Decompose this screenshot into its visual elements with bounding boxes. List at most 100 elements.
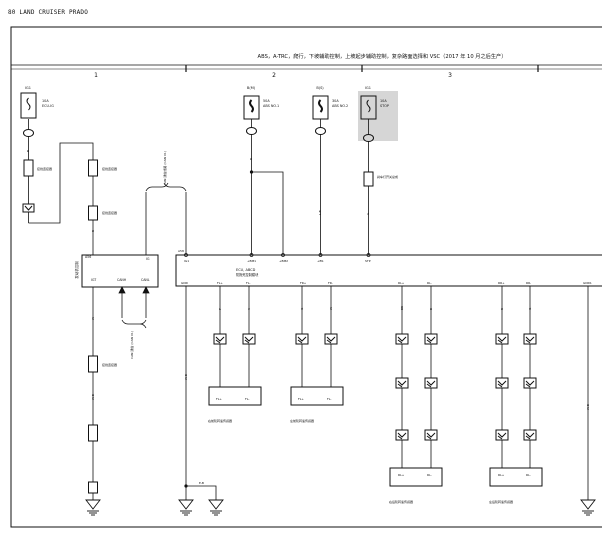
abs-pin-rlp: RL+ <box>398 281 405 285</box>
wire-color: R <box>249 158 253 160</box>
abs-pin-frm: FR- <box>328 281 333 285</box>
wire-color: L-B <box>318 210 322 215</box>
fr-sensor-pin-minus: FL- <box>245 397 249 401</box>
wire-color: G <box>366 212 370 215</box>
column-number-3: 3 <box>448 72 452 79</box>
abs-pin-rrp: RR+ <box>498 281 505 285</box>
rr-sensor-pin-plus: RL+ <box>398 473 405 477</box>
abs-pin-flm: FL- <box>246 281 250 285</box>
wire-color: B <box>429 308 433 310</box>
abs-pin-rlm: RL- <box>427 281 432 285</box>
rear-right-label: 右后轮转速传感器 <box>389 499 413 504</box>
inline-connector <box>324 333 338 345</box>
ground-symbols <box>85 499 596 516</box>
abs-pin-rrm: RR- <box>526 281 531 285</box>
rr-sensor-pin-minus: RL- <box>427 473 432 477</box>
inline-connector <box>395 429 409 441</box>
junction-connector <box>88 355 98 373</box>
inline-connector <box>395 377 409 389</box>
sensor-wires <box>185 286 589 500</box>
fuse-code: IG1 <box>365 86 371 90</box>
inline-connector <box>523 429 537 441</box>
wire-color: R <box>91 230 95 232</box>
abs-top-pins <box>184 253 371 257</box>
column-number-1: 1 <box>94 72 98 79</box>
abs-pin-frp: FR+ <box>300 281 307 285</box>
column1-wires <box>28 119 94 500</box>
inline-connector <box>242 333 256 345</box>
front-left-label: 左前轮转速传感器 <box>290 418 314 423</box>
diagram-title: ABS，A-TRC，爬行，下坡辅助控制，上坡起步辅助控制，复杂路面选择和 VSC… <box>258 52 507 60</box>
ecm-title: 发动机控制 <box>74 261 79 279</box>
junction-label: 接线连接器 <box>102 210 117 215</box>
can-arrows <box>118 286 150 329</box>
fuse-ecu-ig: IG1 10A ECU-IG <box>20 86 54 119</box>
wire-color: W-B <box>91 394 95 400</box>
splice-oval <box>23 129 34 137</box>
fl-sensor-pin-minus: FL- <box>327 397 331 401</box>
inline-connector <box>395 333 409 345</box>
splice-dot <box>184 484 188 488</box>
fuse-name: ECU-IG <box>42 104 54 108</box>
fuse-rating: 10A <box>380 99 387 103</box>
junction-label: 接线连接器 <box>102 362 117 367</box>
front-left-sensor <box>290 386 344 406</box>
junction-connector <box>88 481 98 494</box>
abs-pin-ig1: IG1 <box>184 259 189 263</box>
inline-connector <box>424 377 438 389</box>
rear-right-sensor <box>389 467 443 487</box>
abs-connector: A58 <box>178 249 184 253</box>
inline-connectors <box>213 333 537 441</box>
ecm-pin-igt: IGT <box>91 278 96 282</box>
fuse-rating: 50A <box>263 99 270 103</box>
splice-oval <box>246 127 257 135</box>
abs-control-box <box>175 254 602 287</box>
abs-title: ECU, ABCD <box>236 268 256 272</box>
fuse-rating: 10A <box>42 99 49 103</box>
fl-sensor-pin-plus: FL+ <box>298 397 304 401</box>
fuse-code: IG1 <box>25 86 31 90</box>
inline-connector <box>523 377 537 389</box>
wire-color: V <box>247 307 251 310</box>
junction-label: 接线连接器 <box>102 166 117 171</box>
can-bus-top <box>145 182 187 255</box>
column-number-2: 2 <box>272 72 276 79</box>
inline-connector <box>424 333 438 345</box>
abs-pin-bm1: +BM1 <box>247 259 256 263</box>
wire-color: G <box>300 307 304 310</box>
ecm-pin-canl: CANL <box>141 278 150 282</box>
fuse-code: B(M) <box>247 86 256 90</box>
abs-subtitle: 防抱死控制模块 <box>236 272 259 277</box>
wire-color: W-B <box>586 404 590 410</box>
splice-dot <box>249 170 254 174</box>
stop-switch <box>363 171 374 187</box>
wire-color: W <box>329 307 333 310</box>
wire-color: BR <box>400 306 404 310</box>
wire-color: G <box>528 307 532 310</box>
fuse-abs-mtr2: B(S) 30A ABS NO.2 <box>312 86 348 120</box>
fuse-name: ABS NO.1 <box>263 104 279 108</box>
inline-connector <box>495 429 509 441</box>
wire-color: B <box>26 150 30 152</box>
rl-sensor-pin-plus: RL+ <box>498 473 505 477</box>
ecm-pin-canh: CANH <box>117 278 127 282</box>
abs-pin-bs: +BS <box>317 259 324 263</box>
fuse-rating: 30A <box>332 99 339 103</box>
rear-left-sensor <box>489 467 543 487</box>
stop-switch-label: 刹车灯开关总成 <box>377 174 398 179</box>
fuse-name: STOP <box>380 104 389 108</box>
junction-label: 接线连接器 <box>37 166 52 171</box>
column2-wires <box>251 119 369 255</box>
abs-pin-bm2: +BM2 <box>279 259 288 263</box>
inline-connector <box>295 333 309 345</box>
fr-sensor-pin-plus: FL+ <box>216 397 222 401</box>
page-header: 80 LAND CRUISER PRADO <box>8 9 89 16</box>
can-label: CAN 通信 (CAN V1) <box>129 331 134 359</box>
inline-connector <box>213 333 227 345</box>
junction-connector <box>23 159 34 177</box>
ecm-box <box>81 254 159 288</box>
fuse-stop: IG1 10A STOP <box>358 86 398 141</box>
ecm-pin-ig: IG <box>146 257 150 261</box>
rl-sensor-pin-minus: RL- <box>526 473 531 477</box>
